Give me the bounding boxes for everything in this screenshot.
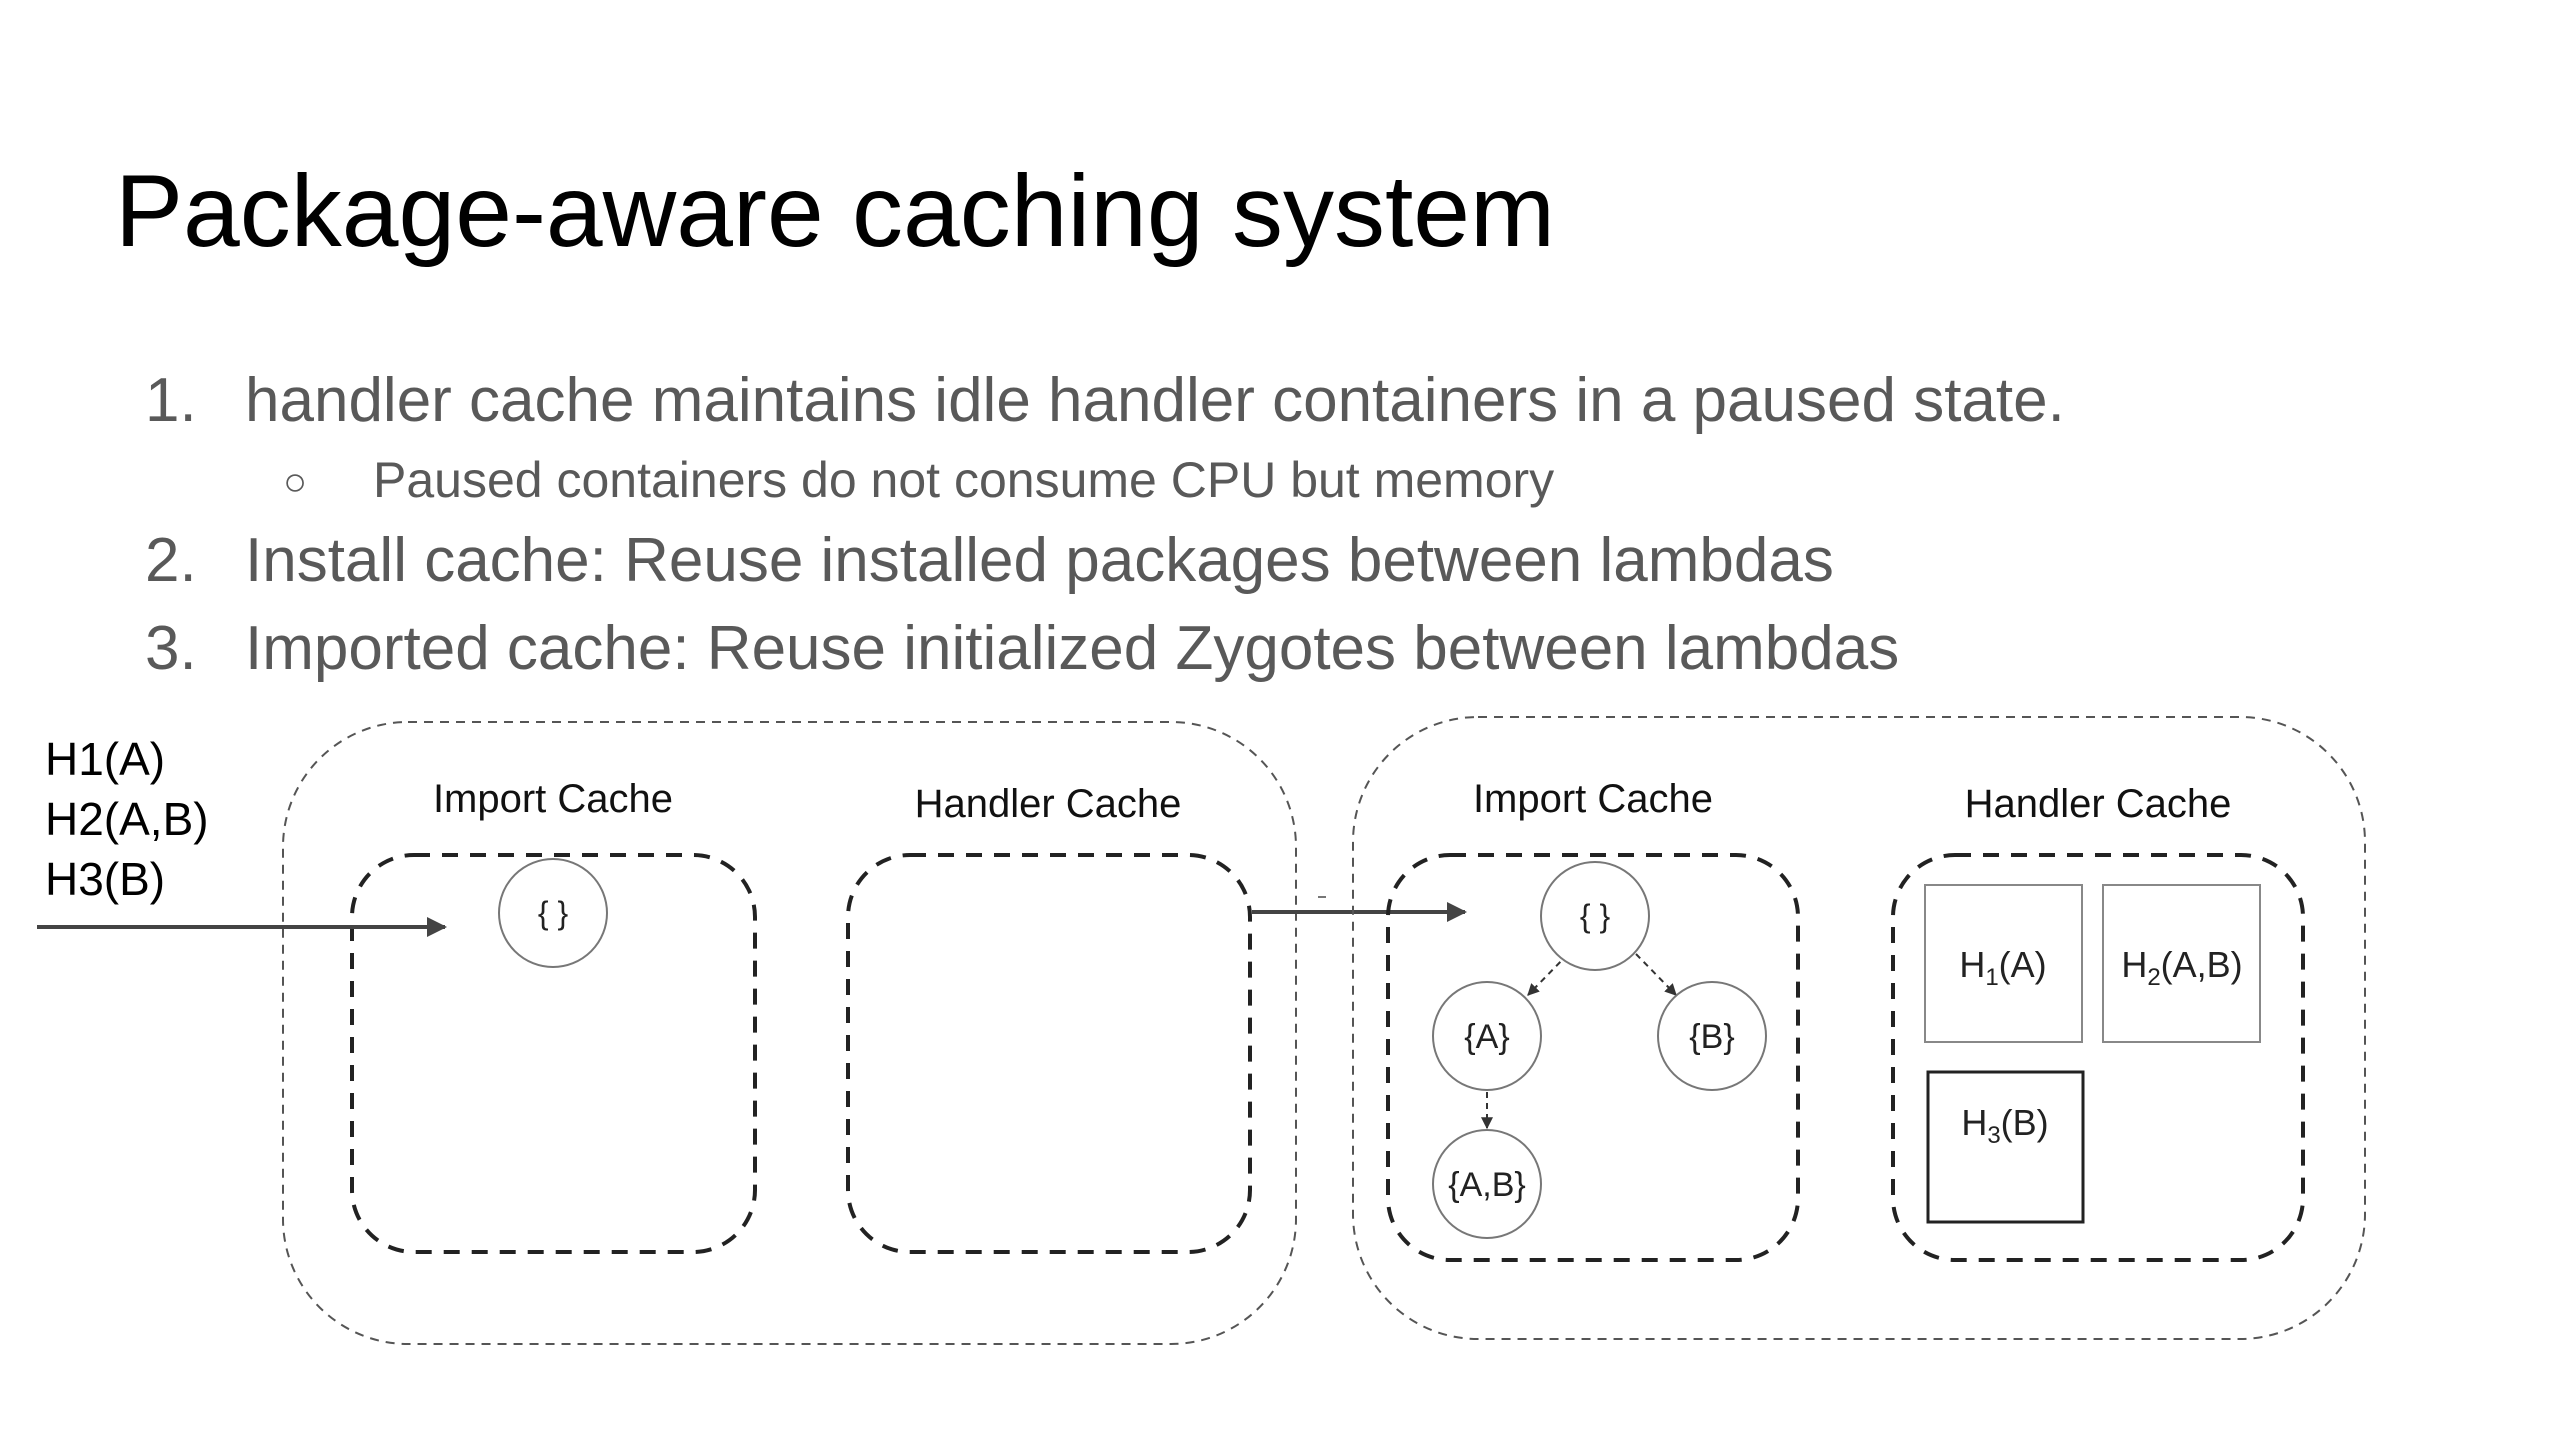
- node-ab: [1432, 1129, 1542, 1239]
- sub-bullet-marker: ○: [283, 460, 308, 504]
- node-b-label: {B}: [1689, 1018, 1734, 1056]
- input-handler-2: H2(A,B): [45, 793, 209, 845]
- handler-box-1-label: H1(A): [1959, 944, 2046, 991]
- right-handler-cache-label: Handler Cache: [1965, 782, 2232, 826]
- list-number-2: 2.: [145, 526, 197, 595]
- handler-box-3: [1926, 1070, 2085, 1224]
- input-handler-3: H3(B): [45, 853, 165, 905]
- left-import-cache-label: Import Cache: [433, 777, 673, 821]
- sub-list-text-1: Paused containers do not consume CPU but…: [373, 452, 1555, 508]
- left-outer-panel: [282, 721, 1297, 1345]
- node-ab-label: {A,B}: [1448, 1166, 1526, 1204]
- handler-box-1: [1924, 884, 2083, 1043]
- edge-root-to-a: [1527, 953, 1569, 996]
- slide-title: Package-aware caching system: [115, 154, 1556, 268]
- right-root-node-label: { }: [1580, 898, 1611, 934]
- handler-box-2: [2102, 884, 2261, 1043]
- left-handler-cache-label: Handler Cache: [915, 782, 1182, 826]
- left-root-node: [498, 858, 608, 968]
- left-handler-cache-box: [846, 853, 1252, 1254]
- list-text-2: Install cache: Reuse installed packages …: [245, 526, 1834, 595]
- right-import-cache-label: Import Cache: [1473, 777, 1713, 821]
- handler-box-2-label: H2(A,B): [2121, 944, 2242, 991]
- input-handler-1: H1(A): [45, 733, 165, 785]
- edge-root-to-b: [1635, 953, 1677, 996]
- right-import-cache-box: [1386, 853, 1800, 1262]
- right-outer-panel: [1352, 716, 2366, 1340]
- right-root-node: [1540, 861, 1650, 971]
- handler-box-3-label: H3(B): [1961, 1102, 2048, 1149]
- left-root-node-label: { }: [538, 895, 569, 931]
- list-text-3: Imported cache: Reuse initialized Zygote…: [245, 614, 1900, 683]
- node-b: [1657, 981, 1767, 1091]
- list-number-3: 3.: [145, 614, 197, 683]
- list-text-1: handler cache maintains idle handler con…: [245, 366, 2065, 435]
- left-import-cache-box: [350, 853, 757, 1254]
- node-a-label: {A}: [1464, 1018, 1509, 1056]
- right-handler-cache-box: [1891, 853, 2305, 1262]
- list-number-1: 1.: [145, 366, 197, 435]
- node-a: [1432, 981, 1542, 1091]
